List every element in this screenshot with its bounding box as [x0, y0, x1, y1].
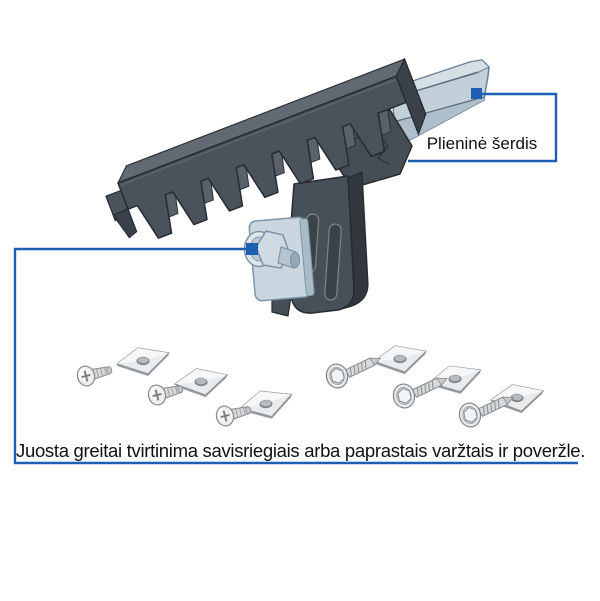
- square-washer: [238, 389, 294, 421]
- square-washer: [116, 347, 170, 377]
- steel-core-label: Plieninė šerdis: [426, 134, 538, 153]
- leader-line-core: [408, 92, 558, 163]
- marker-square-core: [471, 88, 482, 99]
- machine-screw: [74, 358, 116, 389]
- belt-left-end: [112, 208, 138, 239]
- self-drilling-screw: [456, 392, 519, 430]
- belt-front-teeth: [117, 75, 407, 239]
- machine-screws-and-washers: [74, 347, 294, 429]
- marker-square-bolt: [246, 243, 258, 255]
- belt-end-face: [395, 57, 427, 136]
- caption-text: Juosta greitai tvirtinima savisriegiais …: [16, 440, 586, 461]
- square-washer: [373, 344, 427, 376]
- self-drilling-screw: [390, 373, 453, 411]
- leader-line-bracket: [13, 247, 578, 465]
- toothed-belt: [105, 57, 427, 239]
- annotation-lines: [13, 92, 578, 465]
- self-drilling-screws-and-washers: [323, 344, 545, 430]
- clamp-slot: [324, 223, 342, 301]
- self-drilling-screw: [323, 353, 386, 391]
- square-washer: [173, 367, 229, 399]
- hex-bolt: [243, 230, 301, 269]
